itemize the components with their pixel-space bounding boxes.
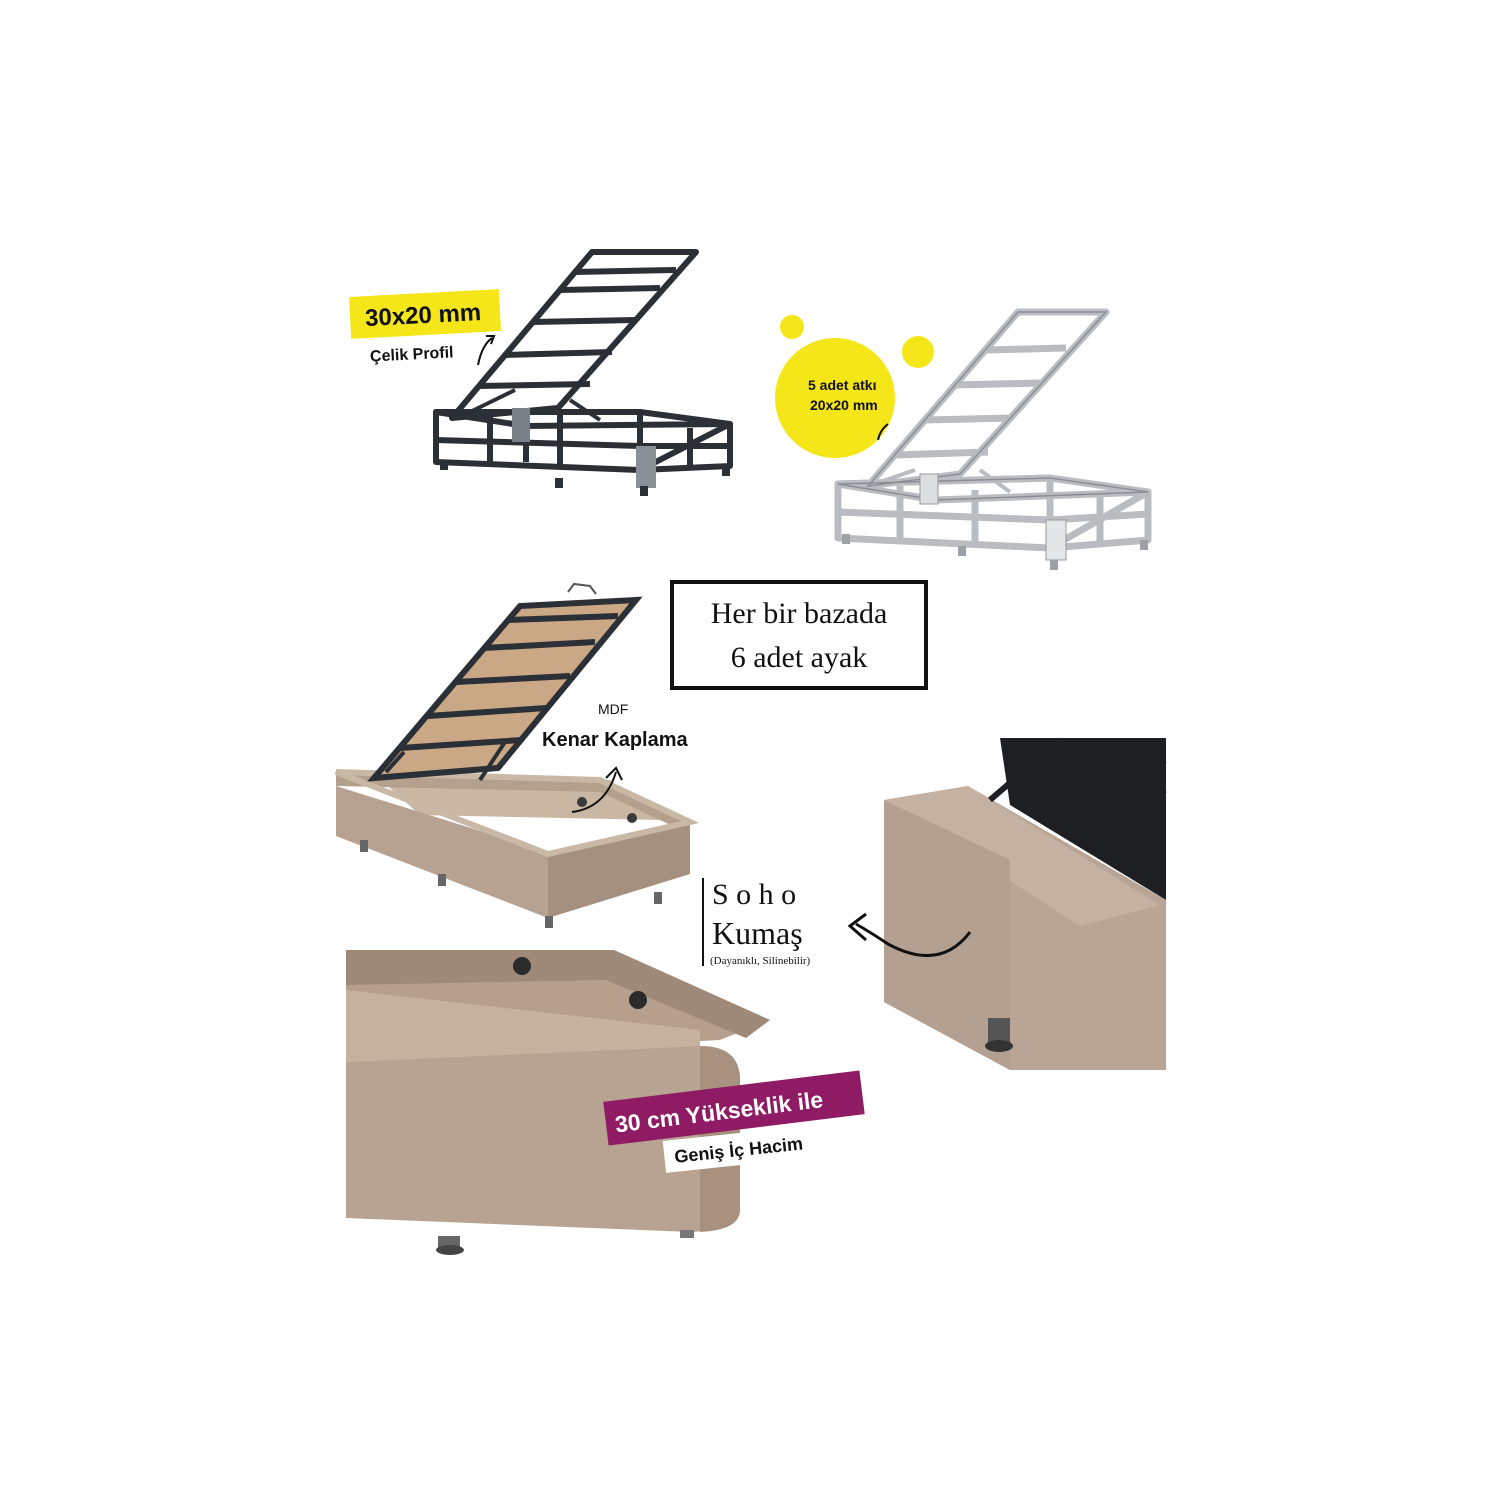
fabric-brand-line2: Kumaş [712, 915, 803, 951]
mdf-small-label: MDF [598, 701, 628, 717]
upholstered-base-open [334, 582, 700, 928]
base-bumpers [577, 797, 637, 823]
black-frame-leg-support [512, 408, 530, 442]
black-frame-leg-support-center [636, 446, 656, 488]
legs-line2: 6 adet ayak [731, 641, 868, 674]
fabric-brand-line1: S o h o [712, 878, 796, 911]
fabric-note: (Dayanıklı, Silinebilir) [710, 955, 811, 967]
steel-size-badge: 30x20 mm [349, 289, 501, 339]
legs-info-box: Her bir bazada 6 adet ayak [670, 580, 928, 690]
steel-profile-arrow [477, 337, 493, 366]
fabric-arrowhead [847, 912, 867, 942]
silver-frame-support-center [1045, 519, 1067, 561]
deep-base-closeup [346, 950, 770, 1255]
steel-profile-arrowhead [486, 335, 496, 345]
mdf-arrow [571, 771, 617, 813]
lid-handle [567, 582, 597, 595]
steel-size-text: 30x20 mm [364, 299, 481, 332]
mdf-arrowhead [605, 766, 623, 781]
silver-frame-support [919, 473, 939, 505]
black-steel-frame [433, 249, 733, 473]
crossbar-count-label: 5 adet atkı [808, 377, 876, 393]
legs-line1: Her bir bazada [711, 597, 888, 630]
fabric-closeup [880, 737, 1167, 1070]
fabric-arrow [855, 922, 972, 957]
mdf-edge-label: Kenar Kaplama [542, 729, 688, 751]
black-frame-feet [440, 460, 730, 496]
deep-base-bumpers [513, 957, 647, 1009]
silver-frame-feet [842, 534, 1148, 570]
crossbar-arrow [877, 423, 889, 441]
crossbar-size-label: 20x20 mm [810, 397, 878, 413]
base-feet [360, 840, 662, 928]
yellow-bubbles [775, 315, 934, 458]
steel-profile-label: Çelik Profil [370, 344, 454, 365]
